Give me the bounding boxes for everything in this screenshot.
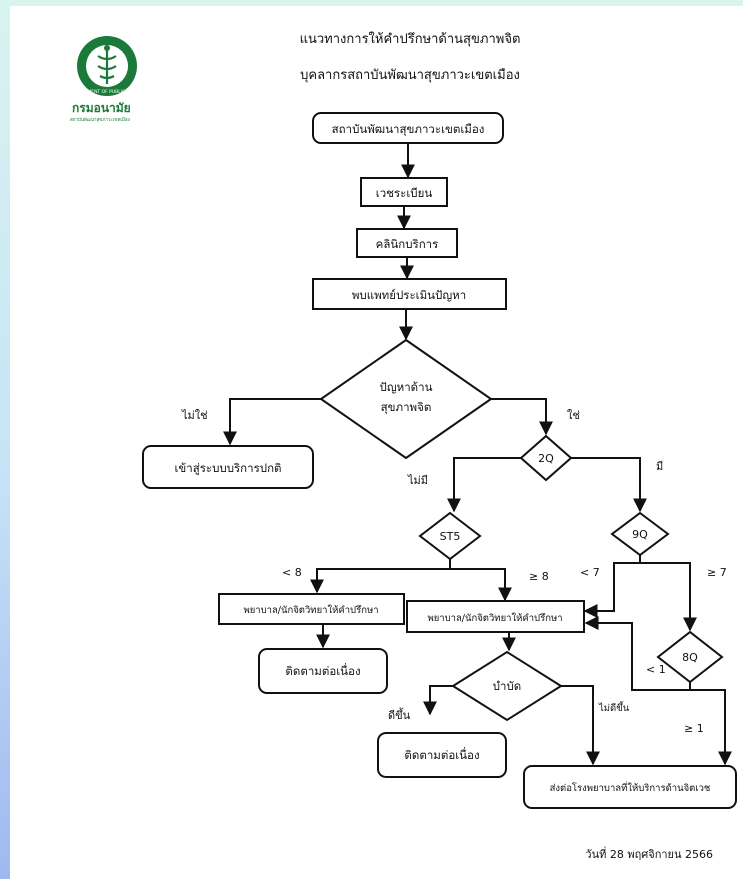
decision-mental-health: ปัญหาด้าน สุขภาพจิต xyxy=(319,338,493,460)
node-normal-service: เข้าสู่ระบบบริการปกติ xyxy=(142,445,314,489)
logo-name: กรมอนามัย xyxy=(72,101,131,115)
decision-2q: 2Q xyxy=(519,434,573,482)
label-lt8: < 8 xyxy=(282,566,302,579)
caduceus-icon xyxy=(97,48,117,84)
arrow-9q-ge7 xyxy=(640,562,697,632)
node-doctor-assess-label: พบแพทย์ประเมินปัญหา xyxy=(352,288,466,302)
arrow-therapy-better xyxy=(423,685,453,716)
node-counsel-center: พยาบาล/นักจิตวิทยาให้คำปรึกษา xyxy=(406,600,585,633)
arrow-st5-ge8 xyxy=(450,568,512,602)
node-start: สถาบันพัฒนาสุขภาวะเขตเมือง xyxy=(312,112,504,144)
decision-therapy: บำบัด xyxy=(451,650,563,722)
node-follow-up-center: ติดตามต่อเนื่อง xyxy=(377,732,507,778)
department-logo: DEPARTMENT OF PUBLIC HEALTH กรมอนามัย สถ… xyxy=(70,36,144,123)
label-ge1: ≥ 1 xyxy=(684,722,704,735)
decision-st5-label: ST5 xyxy=(440,530,461,543)
logo-subtitle: สถาบันพัฒนาสุขภาวะเขตเมือง xyxy=(70,116,130,123)
flowchart-page: DEPARTMENT OF PUBLIC HEALTH กรมอนามัย สถ… xyxy=(10,6,743,879)
node-counsel-left-label: พยาบาล/นักจิตวิทยาให้คำปรึกษา xyxy=(243,604,378,616)
label-lt7: < 7 xyxy=(580,566,600,579)
node-follow-up-left: ติดตามต่อเนื่อง xyxy=(258,648,388,694)
label-ge7: ≥ 7 xyxy=(707,566,727,579)
label-have: มี xyxy=(656,460,663,473)
node-doctor-assess: พบแพทย์ประเมินปัญหา xyxy=(312,278,507,310)
node-follow-up-left-label: ติดตามต่อเนื่อง xyxy=(285,663,360,678)
page-title-line2: บุคลากรสถาบันพัฒนาสุขภาวะเขตเมือง xyxy=(300,67,520,83)
arrow-8q-ge1 xyxy=(690,689,732,766)
page-title-line1: แนวทางการให้คำปรึกษาด้านสุขภาพจิต xyxy=(300,31,521,47)
footer-date: วันที่ 28 พฤศจิกายน 2566 xyxy=(585,846,713,861)
arrow-st5-lt8 xyxy=(310,559,451,594)
decision-line1: ปัญหาด้าน xyxy=(380,380,433,394)
decision-st5: ST5 xyxy=(418,511,482,561)
arrow-decision-yes xyxy=(491,398,553,436)
arrow-9q-lt7 xyxy=(583,555,641,618)
node-clinic-label: คลินิกบริการ xyxy=(376,237,439,251)
decision-8q: 8Q xyxy=(656,630,724,684)
decision-8q-label: 8Q xyxy=(682,651,698,664)
arrow-therapy-not-better xyxy=(561,685,600,766)
label-yes: ใช่ xyxy=(567,409,580,422)
label-ge8: ≥ 8 xyxy=(529,570,549,583)
label-lt1: < 1 xyxy=(646,663,666,676)
node-start-label: สถาบันพัฒนาสุขภาวะเขตเมือง xyxy=(332,122,485,136)
node-normal-service-label: เข้าสู่ระบบบริการปกติ xyxy=(174,461,281,475)
decision-2q-label: 2Q xyxy=(538,452,554,465)
caduceus-top-icon xyxy=(104,45,110,51)
node-registration-label: เวชระเบียน xyxy=(376,186,433,200)
arrow-2q-have xyxy=(571,457,647,513)
seal-ring-text: DEPARTMENT OF PUBLIC HEALTH xyxy=(70,89,144,95)
node-refer: ส่งต่อโรงพยาบาลที่ให้บริการด้านจิตเวช xyxy=(523,765,737,809)
flowchart-canvas: DEPARTMENT OF PUBLIC HEALTH กรมอนามัย สถ… xyxy=(70,31,737,861)
node-counsel-center-label: พยาบาล/นักจิตวิทยาให้คำปรึกษา xyxy=(427,612,562,624)
arrow-8q-lt1 xyxy=(584,616,691,691)
label-better: ดีขึ้น xyxy=(388,707,411,722)
node-refer-label: ส่งต่อโรงพยาบาลที่ให้บริการด้านจิตเวช xyxy=(550,781,711,794)
decision-therapy-label: บำบัด xyxy=(493,679,522,693)
arrow-2q-none xyxy=(447,457,521,513)
decision-9q-label: 9Q xyxy=(632,528,648,541)
decision-9q: 9Q xyxy=(610,511,670,557)
label-none: ไม่มี xyxy=(407,474,428,487)
node-follow-up-center-label: ติดตามต่อเนื่อง xyxy=(404,747,479,762)
node-clinic: คลินิกบริการ xyxy=(356,228,458,258)
node-counsel-left: พยาบาล/นักจิตวิทยาให้คำปรึกษา xyxy=(218,593,405,625)
label-not-better: ไม่ดีขึ้น xyxy=(598,701,630,714)
arrow-decision-no xyxy=(223,398,321,446)
node-registration: เวชระเบียน xyxy=(360,177,448,207)
decision-line2: สุขภาพจิต xyxy=(381,400,432,414)
label-no: ไม่ใช่ xyxy=(181,409,208,422)
